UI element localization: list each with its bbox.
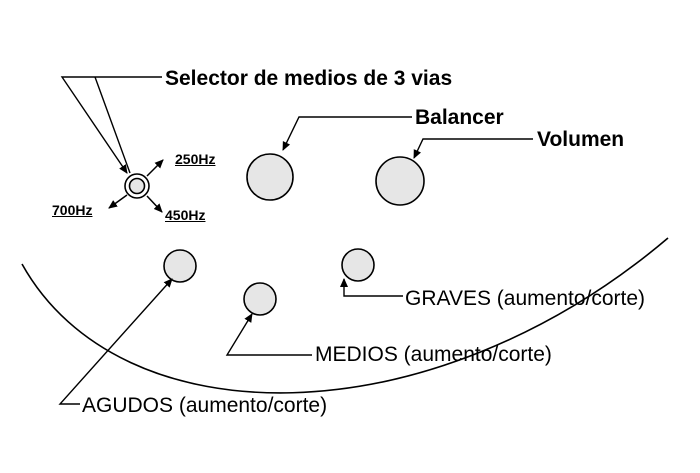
leader-medios: [225, 313, 312, 356]
leader-volumen: [413, 138, 533, 159]
leader-graves: [340, 278, 403, 297]
label-450hz: 450Hz: [165, 207, 206, 223]
arrow-250hz: [146, 159, 164, 177]
label-volumen: Volumen: [537, 128, 625, 151]
label-balancer: Balancer: [415, 106, 504, 129]
arrow-450hz: [146, 195, 163, 213]
label-700hz: 700Hz: [52, 202, 93, 218]
label-medios: MEDIOS (aumento/corte): [315, 343, 552, 366]
body-outline-curve: [21, 237, 669, 394]
volume-knob[interactable]: [375, 156, 425, 206]
arrow-700hz: [108, 194, 128, 209]
mid-selector-switch[interactable]: [124, 173, 150, 199]
treble-knob[interactable]: [163, 249, 197, 283]
mid-knob[interactable]: [243, 282, 277, 316]
leader-selector-branch: [94, 76, 131, 174]
label-agudos: AGUDOS (aumento/corte): [82, 394, 328, 417]
balancer-knob[interactable]: [246, 153, 294, 201]
bass-knob[interactable]: [341, 248, 375, 282]
leader-agudos: [58, 278, 173, 405]
leader-balancer: [282, 116, 412, 151]
label-selector: Selector de medios de 3 vias: [165, 67, 453, 90]
label-graves: GRAVES (aumento/corte): [405, 287, 646, 310]
label-250hz: 250Hz: [175, 151, 216, 167]
leader-selector: [60, 76, 162, 174]
